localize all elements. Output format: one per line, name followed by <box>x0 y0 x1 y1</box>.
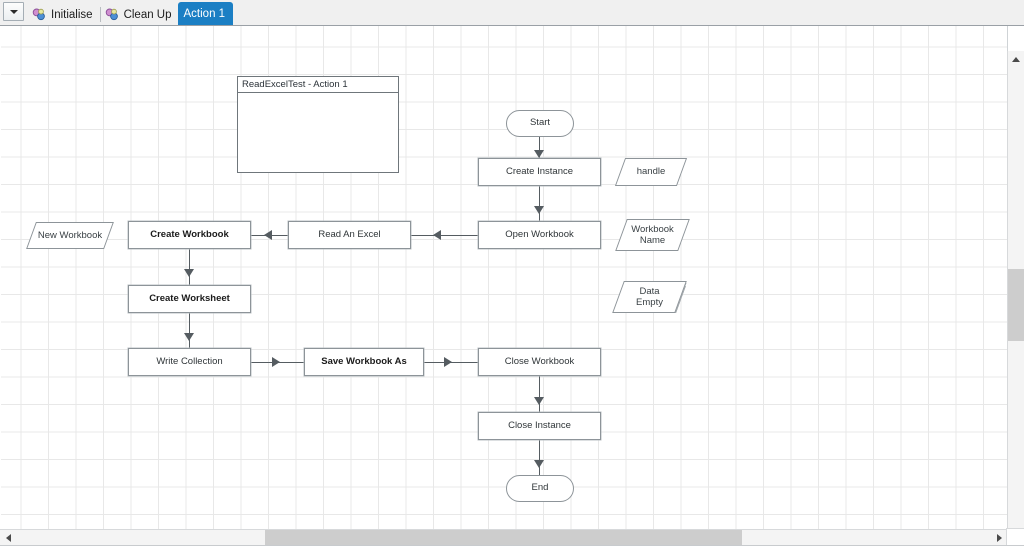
chevron-right-icon <box>996 534 1002 542</box>
page-tab-bar: Initialise Clean Up Action 1 <box>0 0 1024 25</box>
data-item-collection-data-empty-label: Data Empty <box>618 281 681 313</box>
node-start[interactable]: Start <box>506 110 574 137</box>
vertical-scrollbar-thumb[interactable] <box>1008 269 1024 341</box>
node-create-worksheet[interactable]: Create Worksheet <box>128 285 251 313</box>
chevron-left-icon <box>5 534 11 542</box>
tab-initialise[interactable]: Initialise <box>27 4 100 25</box>
arrowhead-down-icon <box>534 397 544 405</box>
chevron-up-icon <box>1012 57 1020 62</box>
tab-initialise-label: Initialise <box>51 8 93 21</box>
node-create-workbook[interactable]: Create Workbook <box>128 221 251 249</box>
connector-create-workbook-create-worksheet <box>189 249 190 285</box>
node-write-collection-label: Write Collection <box>156 355 223 367</box>
node-read-an-excel[interactable]: Read An Excel <box>288 221 411 249</box>
tab-action-1[interactable]: Action 1 <box>178 3 233 25</box>
chevron-down-icon <box>9 9 18 14</box>
node-open-workbook[interactable]: Open Workbook <box>478 221 601 249</box>
arrowhead-down-icon <box>534 460 544 468</box>
vertical-scrollbar[interactable] <box>1007 51 1024 554</box>
tab-clean-up-label: Clean Up <box>123 8 172 21</box>
data-item-line: Data <box>639 285 660 297</box>
arrowhead-left-icon <box>433 230 441 240</box>
diagram-canvas-area: ReadExcelTest - Action 1 <box>0 25 1024 554</box>
data-item-line: New Workbook <box>37 229 103 241</box>
data-item-new-workbook[interactable]: New Workbook <box>26 222 114 249</box>
process-note-title: ReadExcelTest - Action 1 <box>238 77 398 93</box>
process-page-icon <box>32 8 46 21</box>
node-create-workbook-label: Create Workbook <box>150 228 229 240</box>
node-end[interactable]: End <box>506 475 574 502</box>
node-start-label: Start <box>529 117 551 129</box>
node-write-collection[interactable]: Write Collection <box>128 348 251 376</box>
data-item-line: handle <box>636 166 666 178</box>
arrowhead-down-icon <box>184 269 194 277</box>
data-item-collection-data-empty[interactable]: Data Empty <box>612 281 687 313</box>
scroll-up-button[interactable] <box>1008 51 1024 68</box>
data-item-handle-label: handle <box>620 158 682 186</box>
data-item-workbook-name-label: Workbook Name <box>621 219 684 251</box>
horizontal-scrollbar-thumb[interactable] <box>265 530 742 546</box>
node-save-workbook-as[interactable]: Save Workbook As <box>304 348 424 376</box>
node-end-label: End <box>531 482 549 494</box>
node-close-instance-label: Close Instance <box>508 419 571 431</box>
process-page-icon <box>105 8 119 21</box>
node-close-instance[interactable]: Close Instance <box>478 412 601 440</box>
arrowhead-right-icon <box>444 357 452 367</box>
tab-action-1-label: Action 1 <box>183 8 226 20</box>
connector-create-instance-open-workbook <box>539 186 540 221</box>
data-item-line: Workbook <box>631 223 674 235</box>
node-close-workbook-label: Close Workbook <box>504 355 575 367</box>
process-note-block[interactable]: ReadExcelTest - Action 1 <box>237 76 399 173</box>
data-item-line: Name <box>639 235 666 246</box>
tab-list-dropdown[interactable] <box>3 2 24 21</box>
node-save-workbook-as-label: Save Workbook As <box>321 355 407 367</box>
scrollbar-corner <box>1006 528 1024 546</box>
node-create-instance[interactable]: Create Instance <box>478 158 601 186</box>
connector-create-worksheet-write-collection <box>189 313 190 348</box>
data-item-new-workbook-label: New Workbook <box>31 222 109 249</box>
connector-close-instance-end <box>539 440 540 475</box>
horizontal-scrollbar[interactable] <box>0 529 1007 546</box>
window-bottom-edge <box>0 545 1024 554</box>
node-create-worksheet-label: Create Worksheet <box>149 292 230 304</box>
connector-start-create-instance <box>539 137 540 158</box>
tab-clean-up[interactable]: Clean Up <box>99 4 179 25</box>
connector-close-workbook-close-instance <box>539 376 540 412</box>
node-close-workbook[interactable]: Close Workbook <box>478 348 601 376</box>
connector-open-workbook-read-an-excel <box>411 235 478 236</box>
arrowhead-down-icon <box>184 333 194 341</box>
arrowhead-down-icon <box>534 206 544 214</box>
data-item-line: Empty <box>636 297 663 308</box>
scroll-right-button[interactable] <box>991 530 1007 546</box>
arrowhead-right-icon <box>272 357 280 367</box>
node-open-workbook-label: Open Workbook <box>505 228 574 240</box>
data-item-workbook-name[interactable]: Workbook Name <box>615 219 690 251</box>
scroll-left-button[interactable] <box>0 530 16 546</box>
arrowhead-down-icon <box>534 150 544 158</box>
data-item-handle[interactable]: handle <box>614 158 688 186</box>
arrowhead-left-icon <box>264 230 272 240</box>
node-create-instance-label: Create Instance <box>505 165 574 177</box>
process-diagram[interactable]: ReadExcelTest - Action 1 <box>1 26 1008 529</box>
node-read-an-excel-label: Read An Excel <box>318 228 381 240</box>
